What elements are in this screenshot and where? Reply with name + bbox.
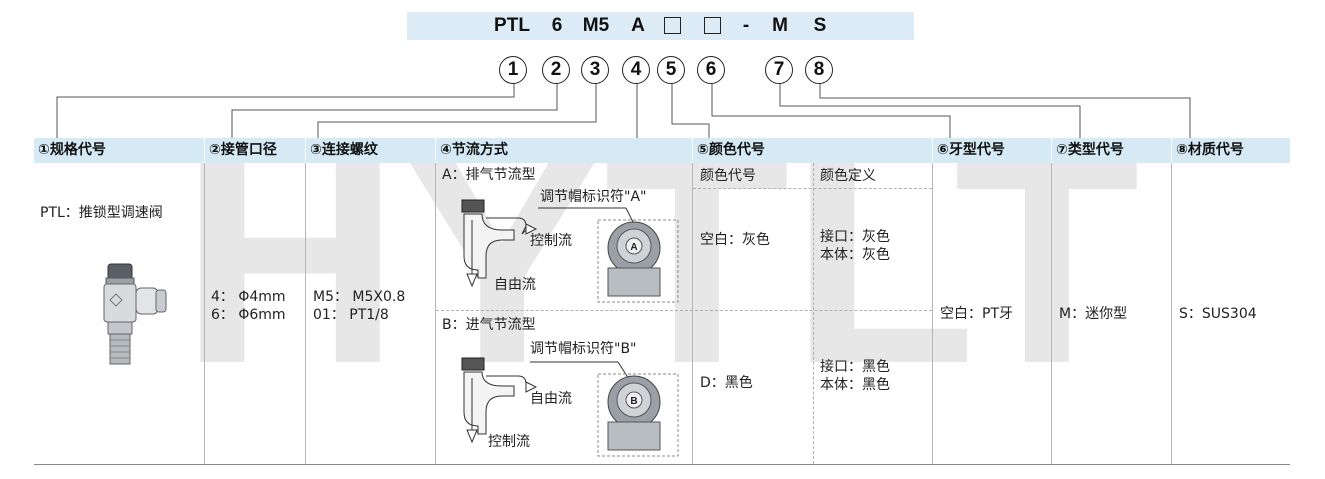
code-part-throttle: A	[631, 15, 645, 36]
marker-2: 2	[542, 56, 570, 84]
marker-7: 7	[765, 56, 793, 84]
table-bottom-border	[34, 464, 1290, 465]
header-color: ⑤颜色代号	[693, 138, 933, 163]
throttle-a-title: A：排气节流型	[442, 167, 536, 183]
header-pipe-label: ②接管口径	[209, 142, 277, 158]
code-part-material: S	[813, 15, 827, 36]
leader-1	[56, 84, 515, 138]
color-subheader-divider	[693, 188, 932, 189]
header-thread-type-label: ⑥牙型代号	[937, 142, 1005, 158]
marker-3: 3	[581, 56, 609, 84]
thread-option-m5: M5： M5X0.8	[313, 289, 406, 305]
code-part-dash: -	[742, 15, 750, 36]
header-thread-type: ⑥牙型代号	[933, 138, 1052, 163]
marker-4: 4	[622, 56, 650, 84]
thread-option-01: 01： PT1/8	[313, 307, 389, 323]
marker-5: 5	[657, 56, 685, 84]
col-divider	[1171, 163, 1172, 464]
code-part-thread: M5	[582, 15, 610, 36]
throttle-b-title: B：进气节流型	[442, 317, 536, 333]
color-col-divider	[813, 163, 814, 464]
color-blank-def-body: 本体：灰色	[820, 247, 890, 263]
leader-lines	[56, 84, 1191, 138]
row-divider	[436, 310, 932, 311]
col-divider	[305, 163, 306, 464]
marker-1: 1	[499, 56, 527, 84]
header-spec: ①规格代号	[34, 138, 205, 163]
col-divider	[692, 163, 693, 464]
header-material-label: ⑧材质代号	[1176, 142, 1244, 158]
code-part-series: PTL	[494, 15, 530, 36]
code-part-color-box	[664, 17, 681, 34]
throttle-b-free-flow: 自由流	[530, 391, 572, 407]
header-thread-label: ③连接螺纹	[310, 142, 378, 158]
throttle-b-control-flow: 控制流	[488, 434, 530, 450]
code-part-threadtype-box	[704, 17, 721, 34]
throttle-a-diagram: A	[461, 199, 679, 303]
leader-6	[711, 84, 951, 138]
col-divider	[932, 163, 933, 464]
header-type-label: ⑦类型代号	[1056, 142, 1124, 158]
header-material: ⑧材质代号	[1172, 138, 1291, 163]
color-d-def-body: 本体：黑色	[820, 377, 890, 393]
type-value: M：迷你型	[1059, 306, 1128, 322]
color-blank-def-port: 接口：灰色	[820, 229, 890, 245]
header-throttle-label: ④节流方式	[440, 142, 508, 158]
pipe-option-6: 6： Φ6mm	[211, 307, 286, 323]
color-d-def-port: 接口：黑色	[820, 359, 890, 375]
header-spec-label: ①规格代号	[38, 142, 106, 158]
leader-7	[779, 84, 1081, 138]
code-part-type: M	[772, 15, 788, 36]
color-d-code: D：黑色	[700, 375, 753, 391]
pipe-option-4: 4： Φ4mm	[211, 289, 286, 305]
leader-8	[819, 84, 1191, 138]
marker-6: 6	[697, 56, 725, 84]
throttle-b-cap-letter: B	[630, 396, 637, 407]
material-value: S：SUS304	[1179, 306, 1257, 322]
leader-3	[317, 84, 597, 138]
marker-8: 8	[805, 56, 833, 84]
header-color-label: ⑤颜色代号	[697, 142, 765, 158]
throttle-b-diagram: B	[461, 357, 679, 457]
throttle-a-free-flow: 自由流	[494, 277, 536, 293]
header-thread: ③连接螺纹	[306, 138, 436, 163]
valve-product-image	[103, 263, 167, 365]
model-code-bar	[407, 12, 914, 40]
col-divider	[1051, 163, 1052, 464]
col-divider	[204, 163, 205, 464]
leader-2	[231, 84, 558, 138]
throttle-a-cap-letter: A	[630, 242, 637, 253]
thread-type-value: 空白：PT牙	[940, 306, 1013, 322]
throttle-a-control-flow: 控制流	[530, 233, 572, 249]
header-type: ⑦类型代号	[1052, 138, 1172, 163]
throttle-a-cap-label: 调节帽标识符"A"	[540, 189, 647, 205]
spec-label: PTL：推锁型调速阀	[40, 205, 163, 221]
code-part-pipe: 6	[551, 15, 563, 36]
leader-5	[671, 84, 710, 138]
throttle-b-cap-label: 调节帽标识符"B"	[530, 341, 637, 357]
header-throttle: ④节流方式	[436, 138, 693, 163]
color-subheader-code: 颜色代号	[700, 168, 756, 184]
header-pipe: ②接管口径	[205, 138, 306, 163]
color-blank-code: 空白：灰色	[700, 232, 770, 248]
color-subheader-def: 颜色定义	[820, 168, 876, 184]
col-divider	[435, 163, 436, 464]
